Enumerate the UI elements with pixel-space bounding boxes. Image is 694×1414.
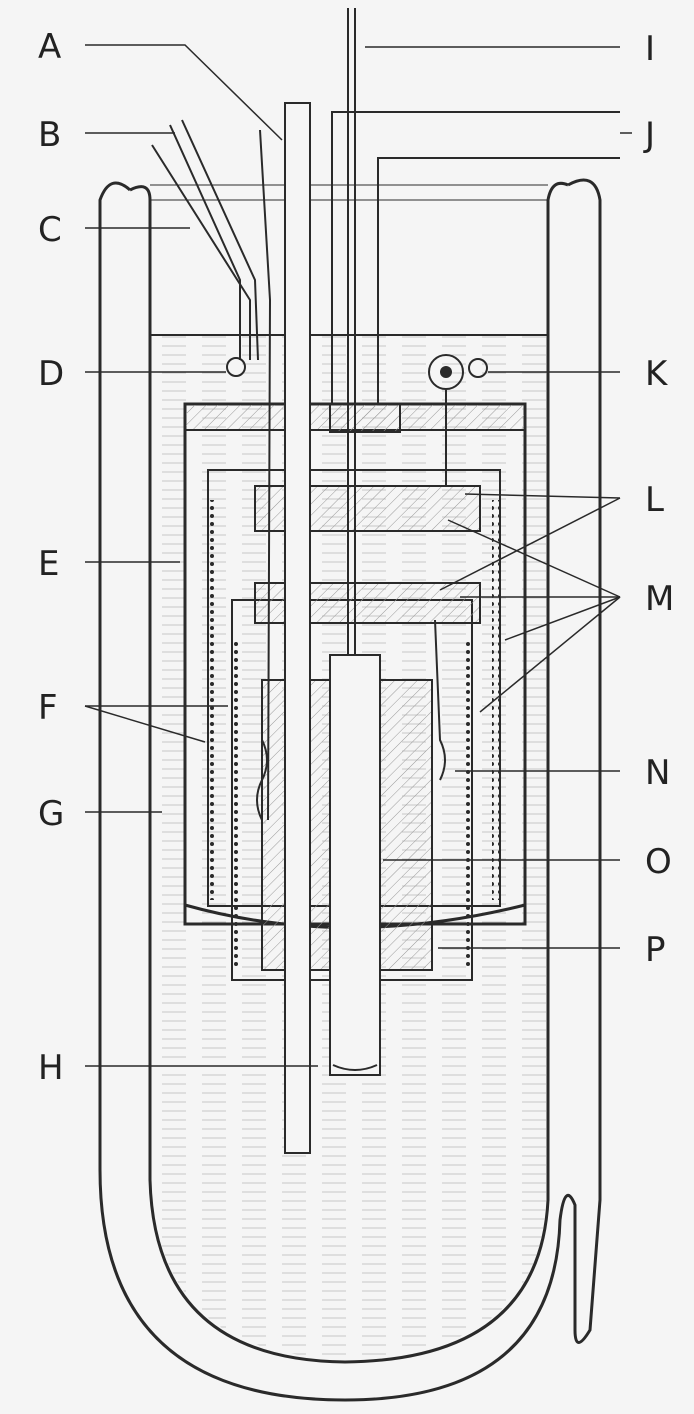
labels: A B C D E F G H I J K L M N O P xyxy=(38,27,674,1088)
leader-lines xyxy=(84,44,632,1067)
label-g: G xyxy=(38,794,64,834)
label-l: L xyxy=(645,480,664,520)
label-b: B xyxy=(38,115,61,155)
tube-a xyxy=(284,102,311,1154)
pipe-j xyxy=(331,111,620,404)
label-o: O xyxy=(645,842,672,882)
label-j: J xyxy=(643,115,655,155)
label-d: D xyxy=(38,354,64,394)
label-h: H xyxy=(38,1048,64,1088)
label-a: A xyxy=(38,27,61,67)
tubes-b-c xyxy=(151,119,272,821)
label-k: K xyxy=(645,354,669,394)
valve-k xyxy=(428,354,488,486)
label-i: I xyxy=(645,29,655,69)
dewar-flask xyxy=(98,178,602,1402)
label-p: P xyxy=(645,930,666,970)
label-c: C xyxy=(38,210,62,250)
tube-i xyxy=(329,8,381,1076)
label-f: F xyxy=(38,688,58,728)
ball-d xyxy=(226,357,246,377)
label-n: N xyxy=(645,753,670,793)
label-e: E xyxy=(38,544,59,584)
label-m: M xyxy=(645,579,674,619)
coil-n xyxy=(256,619,446,821)
